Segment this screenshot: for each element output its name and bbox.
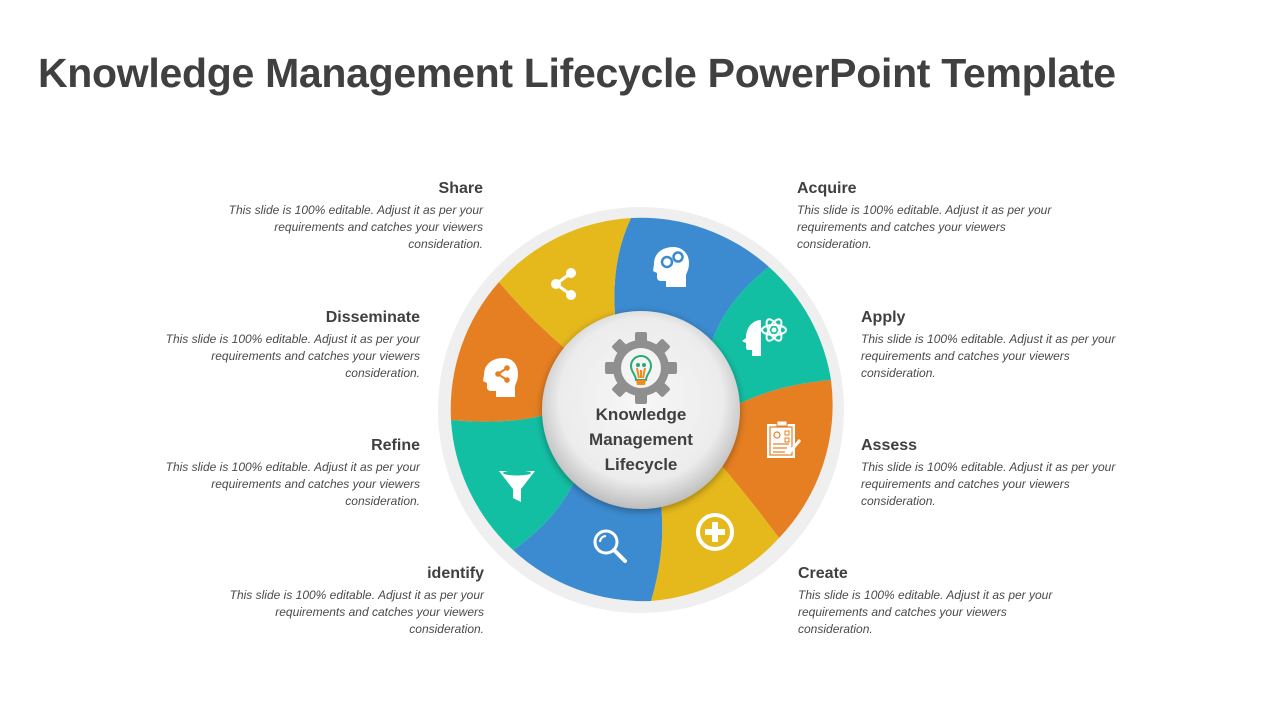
stage-acquire: Acquire This slide is 100% editable. Adj… xyxy=(797,180,1067,253)
magnifier-icon xyxy=(593,529,627,563)
stage-title: Share xyxy=(438,180,483,197)
head-gears-icon xyxy=(653,247,689,287)
segment-identify xyxy=(513,480,663,602)
segment-assess xyxy=(721,380,833,538)
stage-disseminate: Disseminate This slide is 100% editable.… xyxy=(150,309,420,382)
gear-bulb-icon xyxy=(605,332,677,404)
page-title: Knowledge Management Lifecycle PowerPoin… xyxy=(38,50,1116,96)
segment-share xyxy=(499,218,631,350)
stage-refine: Refine This slide is 100% editable. Adju… xyxy=(150,437,420,510)
stage-description: This slide is 100% editable. Adjust it a… xyxy=(861,332,1116,380)
center-label: Knowledge Management Lifecycle xyxy=(570,402,712,477)
center-label-line: Lifecycle xyxy=(604,455,678,474)
stage-description: This slide is 100% editable. Adjust it a… xyxy=(165,332,420,380)
segment-disseminate xyxy=(450,282,567,422)
share-icon xyxy=(551,268,576,300)
stage-share: Share This slide is 100% editable. Adjus… xyxy=(213,180,483,253)
stage-description: This slide is 100% editable. Adjust it a… xyxy=(798,588,1053,636)
stage-description: This slide is 100% editable. Adjust it a… xyxy=(861,460,1116,508)
stage-title: Acquire xyxy=(797,180,857,197)
stage-title: Apply xyxy=(861,309,906,326)
stage-description: This slide is 100% editable. Adjust it a… xyxy=(228,203,483,251)
stage-title: identify xyxy=(427,565,484,582)
stage-identify: identify This slide is 100% editable. Ad… xyxy=(214,565,484,638)
stage-title: Refine xyxy=(371,437,420,454)
stage-description: This slide is 100% editable. Adjust it a… xyxy=(165,460,420,508)
stage-description: This slide is 100% editable. Adjust it a… xyxy=(229,588,484,636)
stage-title: Assess xyxy=(861,437,918,454)
funnel-icon xyxy=(499,470,535,502)
stage-create: Create This slide is 100% editable. Adju… xyxy=(798,565,1068,638)
stage-title: Create xyxy=(798,565,848,582)
stage-assess: Assess This slide is 100% editable. Adju… xyxy=(861,437,1131,510)
stage-title: Disseminate xyxy=(325,309,420,326)
center-hub xyxy=(542,311,740,509)
clipboard-icon xyxy=(767,420,802,458)
plus-circle-icon xyxy=(696,513,734,551)
head-atom-icon xyxy=(742,318,787,356)
head-share-icon xyxy=(483,358,518,397)
center-label-line: Management xyxy=(589,430,693,449)
stage-description: This slide is 100% editable. Adjust it a… xyxy=(797,203,1052,251)
center-label-line: Knowledge xyxy=(595,405,687,424)
stage-apply: Apply This slide is 100% editable. Adjus… xyxy=(861,309,1131,382)
lifecycle-wheel xyxy=(438,207,844,613)
